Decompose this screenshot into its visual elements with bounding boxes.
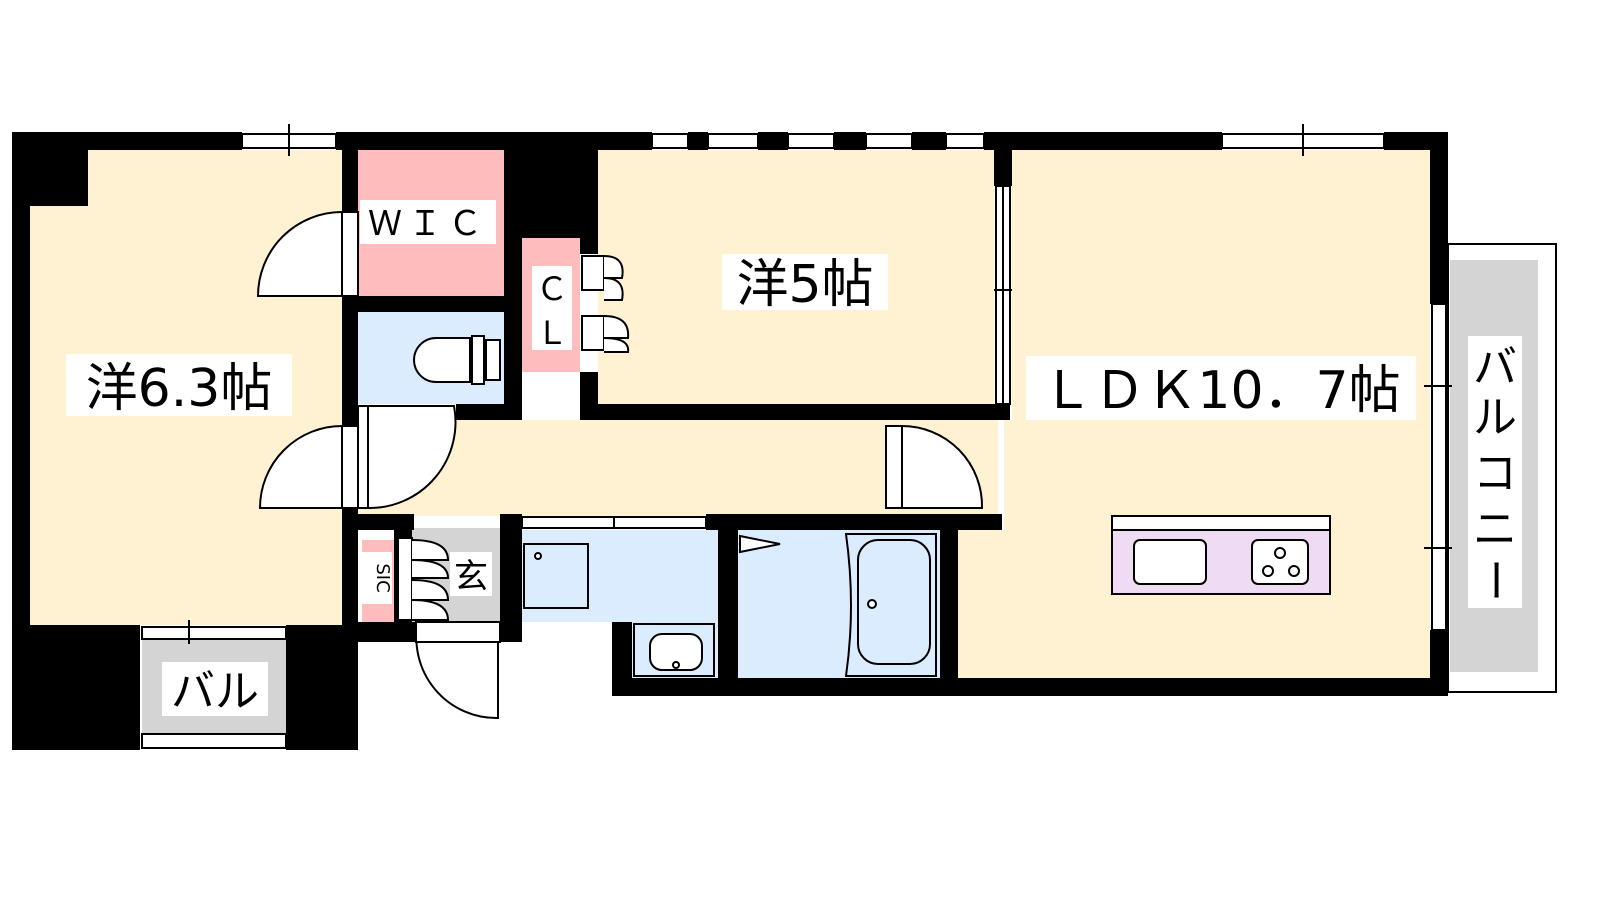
label-closet-l: Ｌ <box>536 314 568 352</box>
label-closet-c: Ｃ <box>536 270 568 308</box>
sink <box>1133 539 1207 585</box>
label-western-room-2: 洋5帖 <box>736 255 873 315</box>
kitchen-counter <box>1111 515 1331 595</box>
label-entrance: 玄 <box>454 557 488 597</box>
bathtub <box>844 533 937 677</box>
svg-text:バ: バ <box>1473 342 1517 393</box>
label-balcony: バ ル コ ニ ー <box>1469 342 1520 602</box>
doors <box>256 210 984 720</box>
label-western-room-1: 洋6.3帖 <box>86 359 273 419</box>
label-ldk: ＬＤＫ10．7帖 <box>1041 361 1400 421</box>
washbasin <box>633 623 715 677</box>
label-wic: ＷＩＣ <box>368 204 488 244</box>
svg-text:ー: ー <box>1469 558 1520 602</box>
room-fills <box>30 150 1538 734</box>
toilet-fixture <box>413 335 501 385</box>
labels: 洋6.3帖 洋5帖 ＬＤＫ10．7帖 ＷＩＣ Ｃ Ｌ 玄 SIC バル バ ル … <box>86 204 1520 717</box>
windows <box>141 124 1557 749</box>
stove <box>1251 539 1309 585</box>
label-backgrounds <box>66 200 1522 716</box>
label-sic: SIC <box>372 563 393 592</box>
label-balcony-small: バル <box>171 666 259 717</box>
fixtures <box>413 335 1331 677</box>
svg-text:コ: コ <box>1473 448 1517 499</box>
svg-text:ニ: ニ <box>1473 504 1517 555</box>
walls <box>12 132 1448 750</box>
svg-text:ル: ル <box>1473 392 1517 443</box>
washing-machine <box>523 543 589 609</box>
